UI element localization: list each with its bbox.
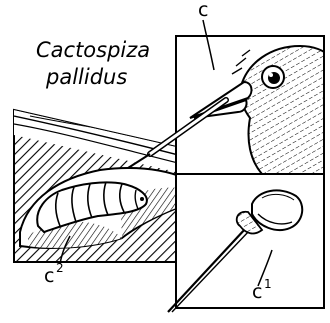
label-c2-main: c <box>44 265 54 287</box>
species-name-line2: pallidus <box>45 65 127 89</box>
label-c1-main: c <box>252 281 262 303</box>
bird-panel <box>176 36 324 174</box>
spine-detail-panel <box>168 174 324 312</box>
label-c2-superscript: 2 <box>56 261 64 275</box>
label-c1-superscript: 1 <box>264 277 272 291</box>
species-name-line1: Cactospiza <box>36 38 150 62</box>
label-c-main: c <box>198 0 208 21</box>
species-title: Cactospiza pallidus <box>36 38 150 89</box>
label-c2: c 2 <box>44 261 64 287</box>
label-c: c <box>198 0 208 21</box>
